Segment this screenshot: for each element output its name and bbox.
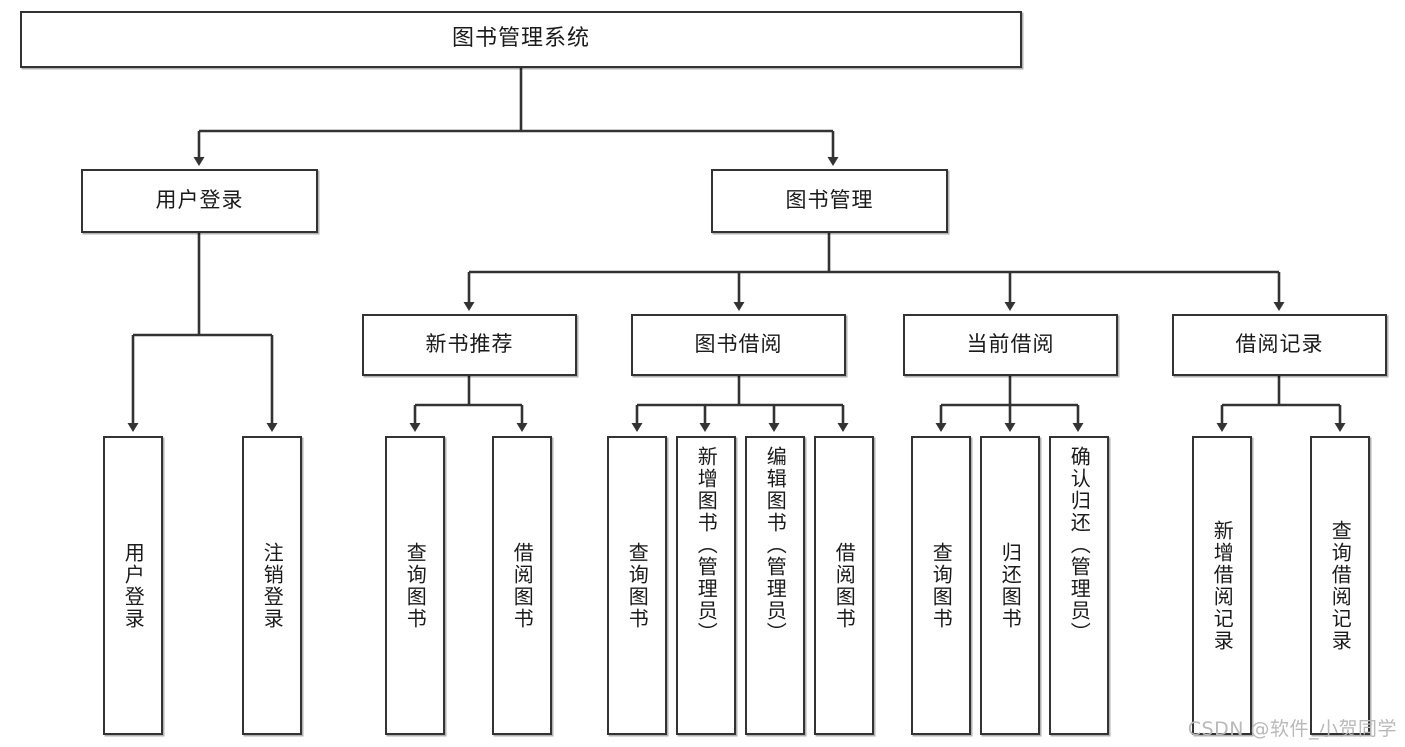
node-label: 编辑图书（管理员）: [763, 446, 788, 644]
node-label: 用户登录: [155, 188, 244, 213]
node-label: 查询借阅记录: [1328, 519, 1353, 652]
node-book-manage[interactable]: 图书管理: [711, 169, 948, 233]
node-leaf-user-login[interactable]: 用户登录: [103, 436, 163, 735]
csdn-watermark: CSDN @软件_小贺同学: [1187, 718, 1397, 740]
node-label: 新增借阅记录: [1210, 519, 1235, 652]
node-leaf-user-logout[interactable]: 注销登录: [242, 436, 302, 735]
node-label: 借阅记录: [1235, 332, 1324, 357]
node-label: 借阅图书: [510, 541, 535, 630]
node-label: 归还图书: [998, 541, 1023, 630]
node-leaf-confirm-return[interactable]: 确认归还（管理员）: [1049, 436, 1109, 735]
node-leaf-edit-book[interactable]: 编辑图书（管理员）: [745, 436, 805, 735]
node-new-book-recommend[interactable]: 新书推荐: [362, 314, 577, 376]
node-label: 新书推荐: [425, 332, 514, 357]
node-label: 借阅图书: [832, 541, 857, 630]
node-label: 图书借阅: [694, 332, 783, 357]
node-leaf-borrow-book-2[interactable]: 借阅图书: [814, 436, 874, 735]
node-leaf-query-book-3[interactable]: 查询图书: [911, 436, 971, 735]
node-leaf-return-book[interactable]: 归还图书: [980, 436, 1040, 735]
node-leaf-query-book-1[interactable]: 查询图书: [385, 436, 445, 735]
node-leaf-query-book-2[interactable]: 查询图书: [607, 436, 667, 735]
node-label: 新增图书（管理员）: [694, 446, 719, 644]
node-leaf-query-record[interactable]: 查询借阅记录: [1310, 436, 1370, 735]
node-leaf-add-book[interactable]: 新增图书（管理员）: [676, 436, 736, 735]
node-label: 查询图书: [403, 541, 428, 630]
node-label: 查询图书: [625, 541, 650, 630]
node-borrow-record[interactable]: 借阅记录: [1172, 314, 1387, 376]
node-label: 确认归还（管理员）: [1067, 446, 1092, 644]
node-book-borrow[interactable]: 图书借阅: [631, 314, 846, 376]
node-label: 注销登录: [260, 541, 285, 630]
node-label: 用户登录: [121, 541, 146, 630]
node-root-system[interactable]: 图书管理系统: [20, 11, 1022, 68]
node-user-login[interactable]: 用户登录: [81, 169, 318, 233]
node-label: 图书管理系统: [451, 26, 590, 52]
node-leaf-borrow-book-1[interactable]: 借阅图书: [492, 436, 552, 735]
node-label: 图书管理: [785, 188, 874, 213]
node-current-borrow[interactable]: 当前借阅: [903, 314, 1118, 376]
node-label: 查询图书: [929, 541, 954, 630]
node-leaf-add-record[interactable]: 新增借阅记录: [1192, 436, 1252, 735]
node-label: 当前借阅: [966, 332, 1055, 357]
